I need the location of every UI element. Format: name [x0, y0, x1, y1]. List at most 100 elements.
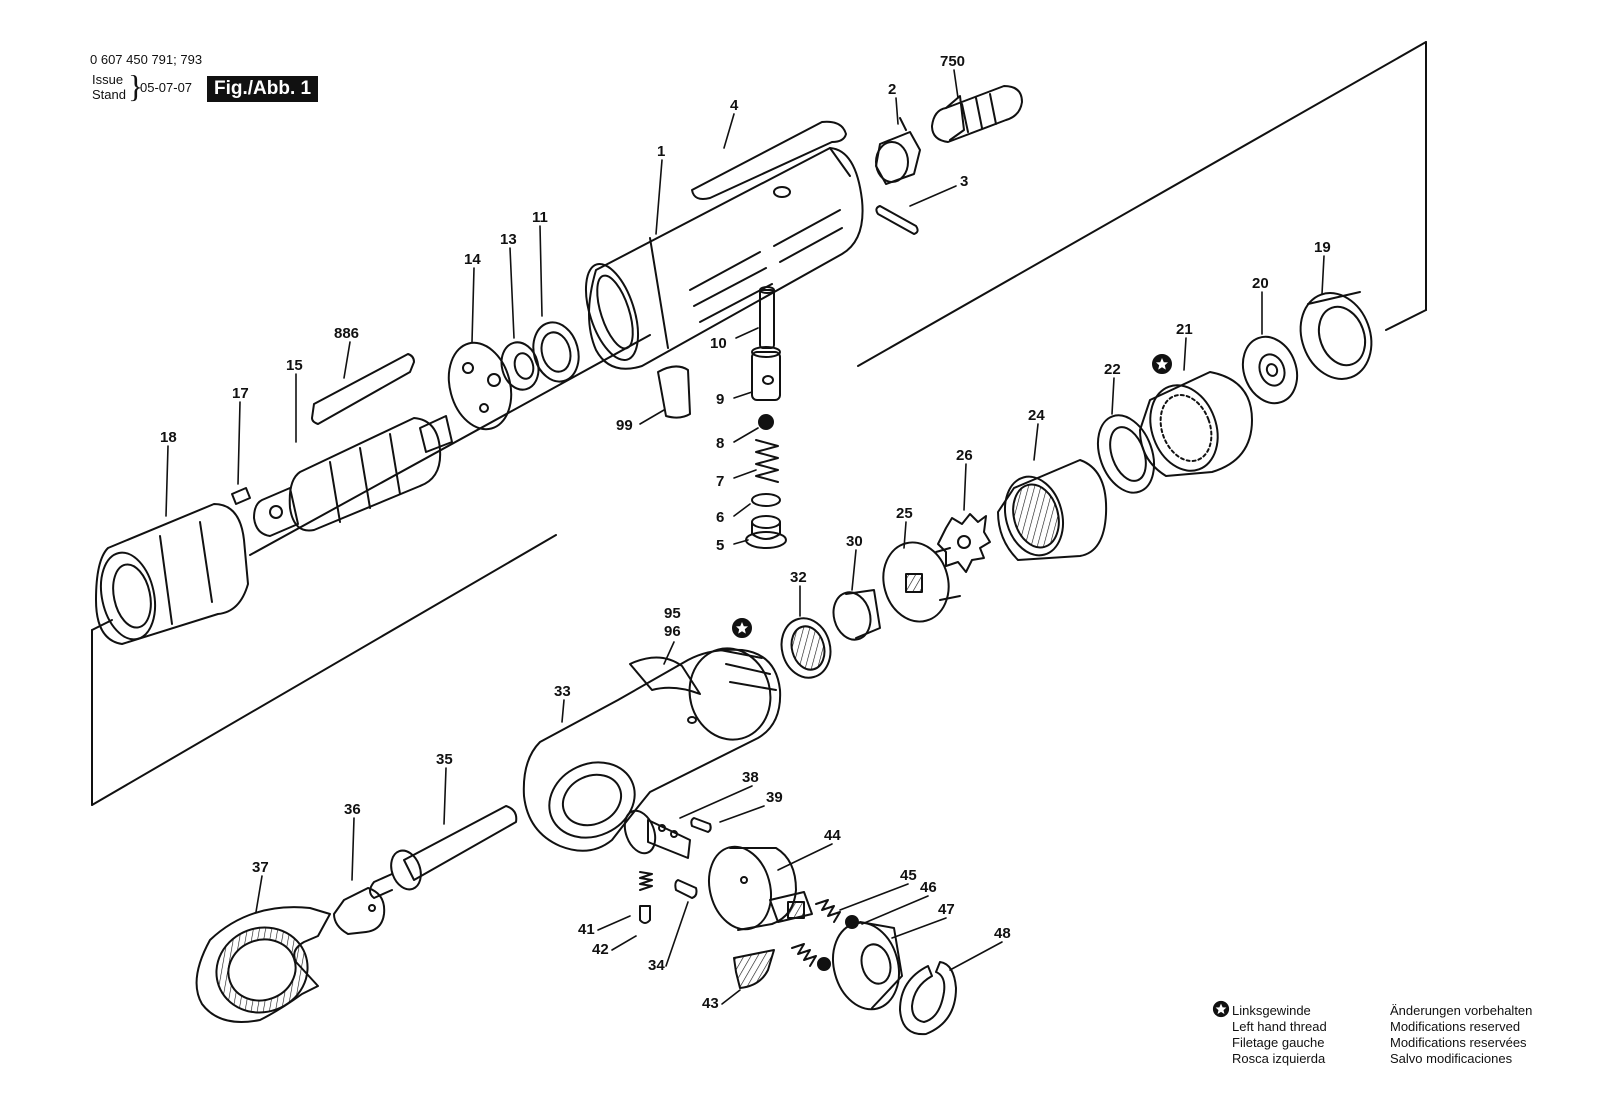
- callout-34: 34: [648, 957, 665, 974]
- left-hand-thread-star-33: [732, 618, 752, 638]
- part-95-96-band: [629, 656, 701, 695]
- part-20-bearing: [1241, 335, 1299, 405]
- part-15-rotor: [253, 415, 453, 537]
- part-spring-lower: [791, 943, 817, 967]
- part-6-o-ring: [751, 493, 781, 507]
- part-32-needle-bearing: [780, 617, 832, 679]
- modifications-line-es: Salvo modificaciones: [1390, 1051, 1513, 1066]
- part-11-ring: [532, 321, 580, 383]
- issue-date: 05-07-07: [140, 80, 193, 95]
- callout-750: 750: [940, 53, 965, 70]
- callout-25: 25: [896, 505, 913, 522]
- part-7-spring: [755, 439, 779, 483]
- legend-line-de: Linksgewinde: [1232, 1003, 1311, 1018]
- part-19-cap: [1299, 291, 1373, 380]
- part-14-endplate: [447, 341, 513, 431]
- part-ball-lower: [817, 957, 831, 971]
- part-45-spring: [815, 899, 841, 923]
- part-25-planet-carrier: [882, 541, 961, 623]
- callout-11: 11: [532, 209, 548, 226]
- callout-95: 95: [664, 605, 681, 622]
- part-34-pin: [674, 879, 698, 899]
- callout-3: 3: [960, 173, 968, 190]
- part-5-plug: [745, 515, 787, 549]
- callout-45: 45: [900, 867, 917, 884]
- callout-30: 30: [846, 533, 863, 550]
- callout-15: 15: [286, 357, 303, 374]
- legend-line-fr: Filetage gauche: [1232, 1035, 1325, 1050]
- callout-43: 43: [702, 995, 719, 1012]
- callout-24: 24: [1028, 407, 1045, 424]
- part-47-cover: [832, 921, 903, 1011]
- callout-10: 10: [710, 335, 727, 352]
- callout-99: 99: [616, 417, 633, 434]
- modifications-line-en: Modifications reserved: [1390, 1019, 1521, 1034]
- part-3-pin: [875, 205, 919, 235]
- callout-18: 18: [160, 429, 177, 446]
- callout-5: 5: [716, 537, 724, 554]
- part-36-block: [333, 887, 386, 935]
- part-99-shim: [657, 365, 691, 419]
- part-24-ring-gear: [997, 459, 1108, 561]
- part-39-pin: [690, 817, 712, 833]
- modifications-line-fr: Modifications reservées: [1390, 1035, 1527, 1050]
- part-number-header: 0 607 450 791; 793: [90, 52, 203, 67]
- callout-39: 39: [766, 789, 783, 806]
- callout-886: 886: [334, 325, 359, 342]
- brace-glyph: }: [128, 68, 144, 104]
- part-17-key: [231, 487, 251, 505]
- callout-13: 13: [500, 231, 517, 248]
- part-38-pawl: [623, 809, 691, 859]
- legend-line-es: Rosca izquierda: [1232, 1051, 1326, 1066]
- issue-stand-label: Issue Stand: [92, 72, 126, 102]
- legend-line-en: Left hand thread: [1232, 1019, 1327, 1034]
- callout-4: 4: [730, 97, 739, 114]
- callout-48: 48: [994, 925, 1011, 942]
- callout-7: 7: [716, 473, 724, 490]
- part-26-gear: [937, 513, 991, 573]
- callout-22: 22: [1104, 361, 1121, 378]
- stand-label: Stand: [92, 87, 126, 102]
- part-33-ratchet-head: [522, 647, 782, 852]
- figure-label: Fig./Abb. 1: [207, 76, 319, 102]
- part-4-clip: [691, 120, 847, 200]
- part-30-sleeve: [832, 589, 881, 641]
- callout-42: 42: [592, 941, 609, 958]
- part-18-cylinder: [95, 503, 249, 645]
- part-44-drive: [708, 845, 813, 931]
- callout-32: 32: [790, 569, 807, 586]
- part-886-blade: [311, 353, 415, 425]
- callout-19: 19: [1314, 239, 1331, 256]
- callout-36: 36: [344, 801, 361, 818]
- callout-96: 96: [664, 623, 681, 640]
- legend-star-icon: [1212, 1000, 1230, 1018]
- part-2-fitting: [875, 117, 921, 185]
- part-42-plunger: [639, 905, 651, 924]
- callout-47: 47: [938, 901, 955, 918]
- legend-left-hand-thread: Linksgewinde Left hand thread Filetage g…: [1232, 1003, 1327, 1067]
- axis-line-lower: [91, 534, 557, 806]
- part-9-valve-body: [751, 346, 781, 401]
- callout-26: 26: [956, 447, 973, 464]
- part-35-shaft: [369, 805, 518, 899]
- callout-35: 35: [436, 751, 453, 768]
- callout-44: 44: [824, 827, 841, 844]
- left-hand-thread-star-21: [1152, 354, 1172, 374]
- part-22-washer: [1096, 414, 1156, 494]
- callout-41: 41: [578, 921, 595, 938]
- issue-label: Issue: [92, 72, 124, 87]
- callout-37: 37: [252, 859, 269, 876]
- callout-33: 33: [554, 683, 571, 700]
- leader-lines: [165, 69, 1325, 1005]
- callout-6: 6: [716, 509, 724, 526]
- legend-modifications: Änderungen vorbehalten Modifications res…: [1390, 1003, 1532, 1067]
- part-37-reversing-ring: [195, 906, 331, 1023]
- axis-line-upper: [857, 41, 1427, 367]
- callout-38: 38: [742, 769, 759, 786]
- part-43-pawl: [733, 949, 775, 989]
- part-41-spring: [639, 871, 653, 891]
- callout-20: 20: [1252, 275, 1269, 292]
- part-48-retaining-ring: [899, 961, 957, 1036]
- callout-21: 21: [1176, 321, 1193, 338]
